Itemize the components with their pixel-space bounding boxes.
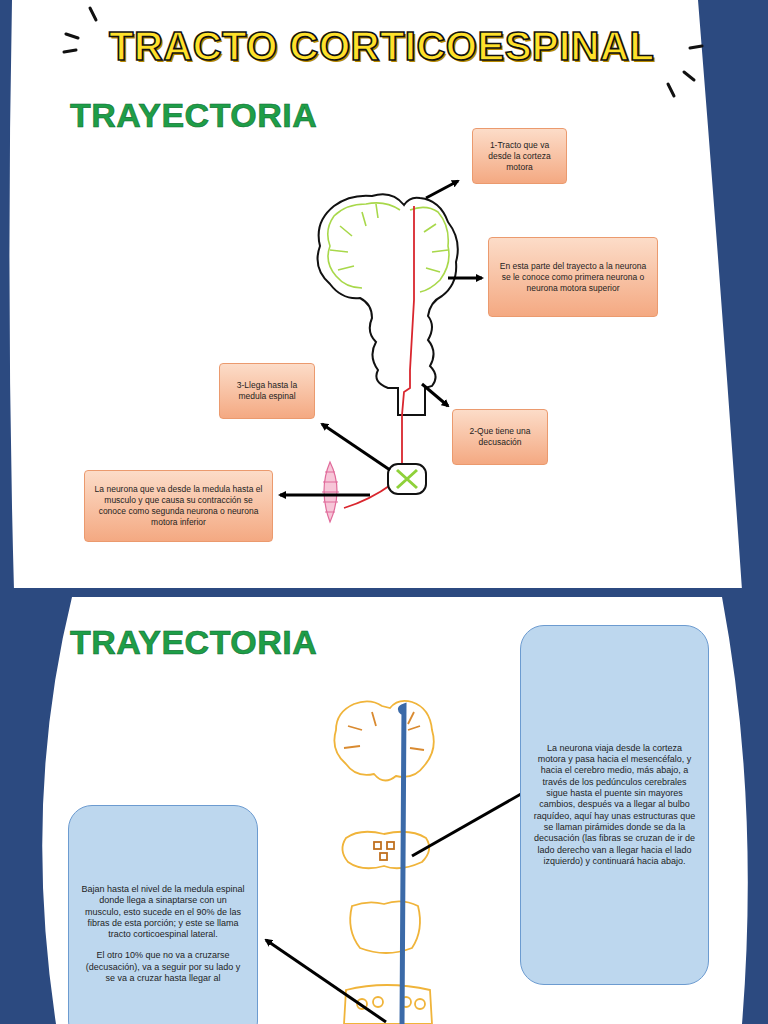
pons-section xyxy=(350,901,420,953)
leader-arrows xyxy=(322,424,390,470)
page-frame xyxy=(698,0,768,590)
muscle xyxy=(322,462,339,522)
leader-arrows xyxy=(422,384,448,406)
leader-arrows xyxy=(448,277,482,280)
leader-arrows xyxy=(266,790,528,1022)
box-text: La neurona viaja desde la corteza motora… xyxy=(533,743,696,867)
spinal-cord-section xyxy=(397,470,417,488)
callout-box: En esta parte del trayecto a la neurona … xyxy=(488,237,658,317)
page-frame xyxy=(0,0,14,590)
leader-arrows xyxy=(266,940,386,1022)
cortex-gyri xyxy=(410,207,449,292)
leader-arrows xyxy=(280,494,370,497)
callout-box: 3-Llega hasta la medula espinal xyxy=(219,363,315,419)
box-text: 2-Que tiene una decusación xyxy=(460,426,540,448)
page-frame xyxy=(0,597,72,1024)
box-text: El otro 10% que no va a cruzarse (decusa… xyxy=(81,950,245,984)
motor-pathway xyxy=(402,206,414,466)
brain-outline xyxy=(318,194,458,415)
brain-outline xyxy=(318,194,458,415)
cortex-gyri xyxy=(328,203,400,288)
burst-marks xyxy=(66,34,78,38)
box-text: En esta parte del trayecto a la neurona … xyxy=(496,261,650,294)
burst-marks xyxy=(684,72,694,80)
explanation-box: Bajan hasta el nivel de la medula espina… xyxy=(68,805,258,1024)
midbrain-section xyxy=(342,832,429,869)
spinal-cord-section xyxy=(388,464,426,494)
box-text: La neurona que va desde la medula hasta … xyxy=(92,484,265,528)
box-text: Bajan hasta el nivel de la medula espina… xyxy=(81,884,245,940)
brain-section xyxy=(334,701,433,781)
callout-box: 2-Que tiene una decusación xyxy=(452,409,548,465)
burst-marks xyxy=(690,46,702,48)
muscle xyxy=(322,472,339,512)
leader-arrows xyxy=(412,790,528,856)
midbrain-section xyxy=(342,832,429,869)
explanation-box: La neurona viaja desde la corteza motora… xyxy=(520,625,709,985)
callout-box: La neurona que va desde la medula hasta … xyxy=(84,470,273,542)
medulla-section xyxy=(415,999,425,1009)
cortex-gyri xyxy=(330,204,378,270)
burst-marks xyxy=(64,50,76,52)
cortex-gyri xyxy=(424,224,448,272)
medulla-section xyxy=(344,985,432,1024)
box-text: 1-Tracto que va desde la corteza motora xyxy=(480,140,559,173)
brain-section xyxy=(344,712,424,750)
midbrain-section xyxy=(374,842,381,849)
page-frame xyxy=(0,588,768,597)
page-frame xyxy=(722,597,768,1024)
page-title: TRACTO CORTICOESPINAL xyxy=(109,24,654,69)
descending-tract xyxy=(400,706,404,1024)
burst-marks xyxy=(64,8,702,96)
midbrain-section xyxy=(387,842,394,849)
cortex-gyri xyxy=(328,203,449,292)
burst-marks xyxy=(668,84,674,96)
brain-section xyxy=(334,701,433,781)
section-heading: TRAYECTORIA xyxy=(70,96,317,135)
leader-arrows xyxy=(426,181,458,198)
spinal-cord-section xyxy=(388,464,426,494)
callout-box: 1-Tracto que va desde la corteza motora xyxy=(472,128,567,184)
pons-section xyxy=(350,901,420,953)
midbrain-section xyxy=(380,853,387,860)
burst-marks xyxy=(90,8,96,20)
box-text: 3-Llega hasta la medula espinal xyxy=(227,380,307,402)
medulla-section xyxy=(373,997,383,1007)
medulla-section xyxy=(344,985,432,1024)
section-heading: TRAYECTORIA xyxy=(70,623,317,662)
